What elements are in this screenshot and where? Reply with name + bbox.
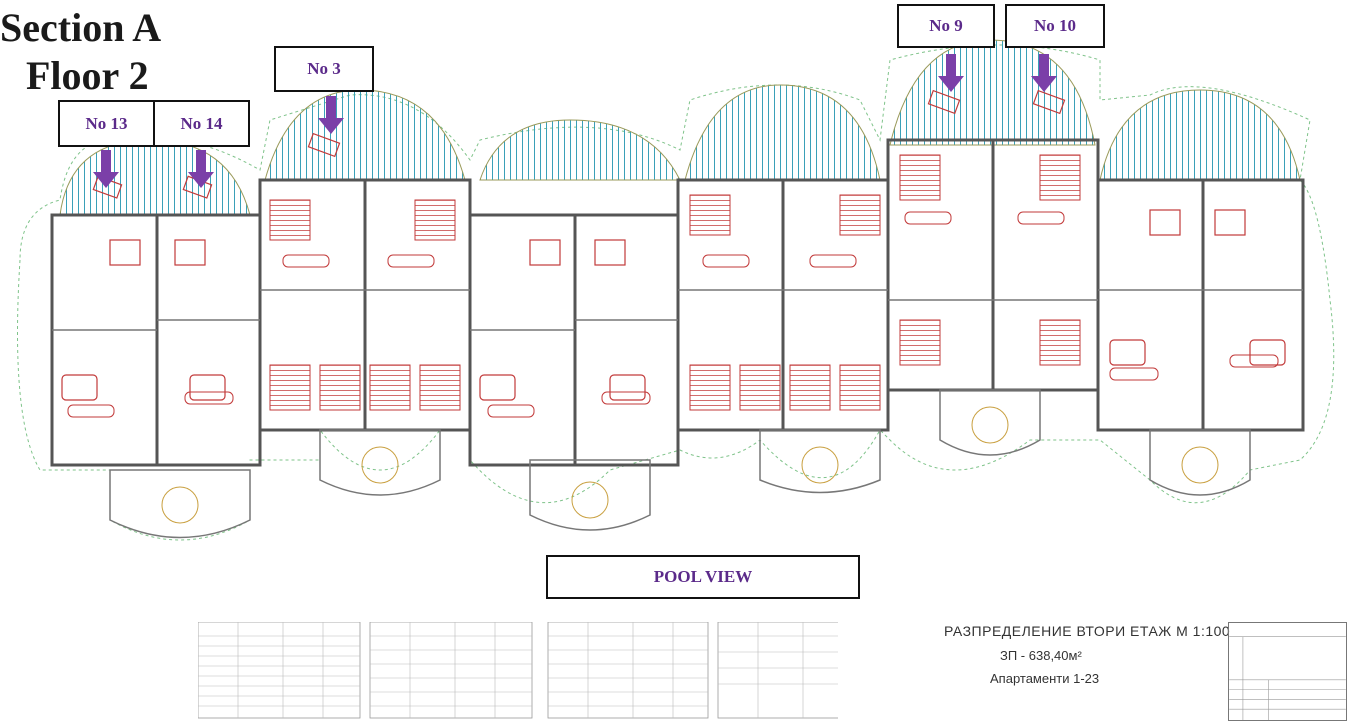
title-block-stamp	[1228, 622, 1347, 721]
floor-title: Floor 2	[26, 53, 149, 98]
unit-label-no13: No 13	[58, 100, 155, 147]
legend-area: ЗП - 638,40м²	[1000, 648, 1082, 663]
area-tables	[198, 622, 838, 719]
down-arrow-icon	[188, 150, 214, 188]
legend-title: РАЗПРЕДЕЛЕНИЕ ВТОРИ ЕТАЖ М 1:100	[944, 623, 1231, 639]
section-title: Section A	[0, 5, 162, 50]
down-arrow-icon	[93, 150, 119, 188]
unit-label-no3: No 3	[274, 46, 374, 92]
down-arrow-icon	[1031, 54, 1057, 92]
down-arrow-icon	[318, 96, 344, 134]
unit-label-no14: No 14	[153, 100, 250, 147]
down-arrow-icon	[938, 54, 964, 92]
unit-label-no9: No 9	[897, 4, 995, 48]
unit-label-no10: No 10	[1005, 4, 1105, 48]
pool-view-label: POOL VIEW	[546, 555, 860, 599]
legend-apartments: Апартаменти 1-23	[990, 671, 1100, 686]
